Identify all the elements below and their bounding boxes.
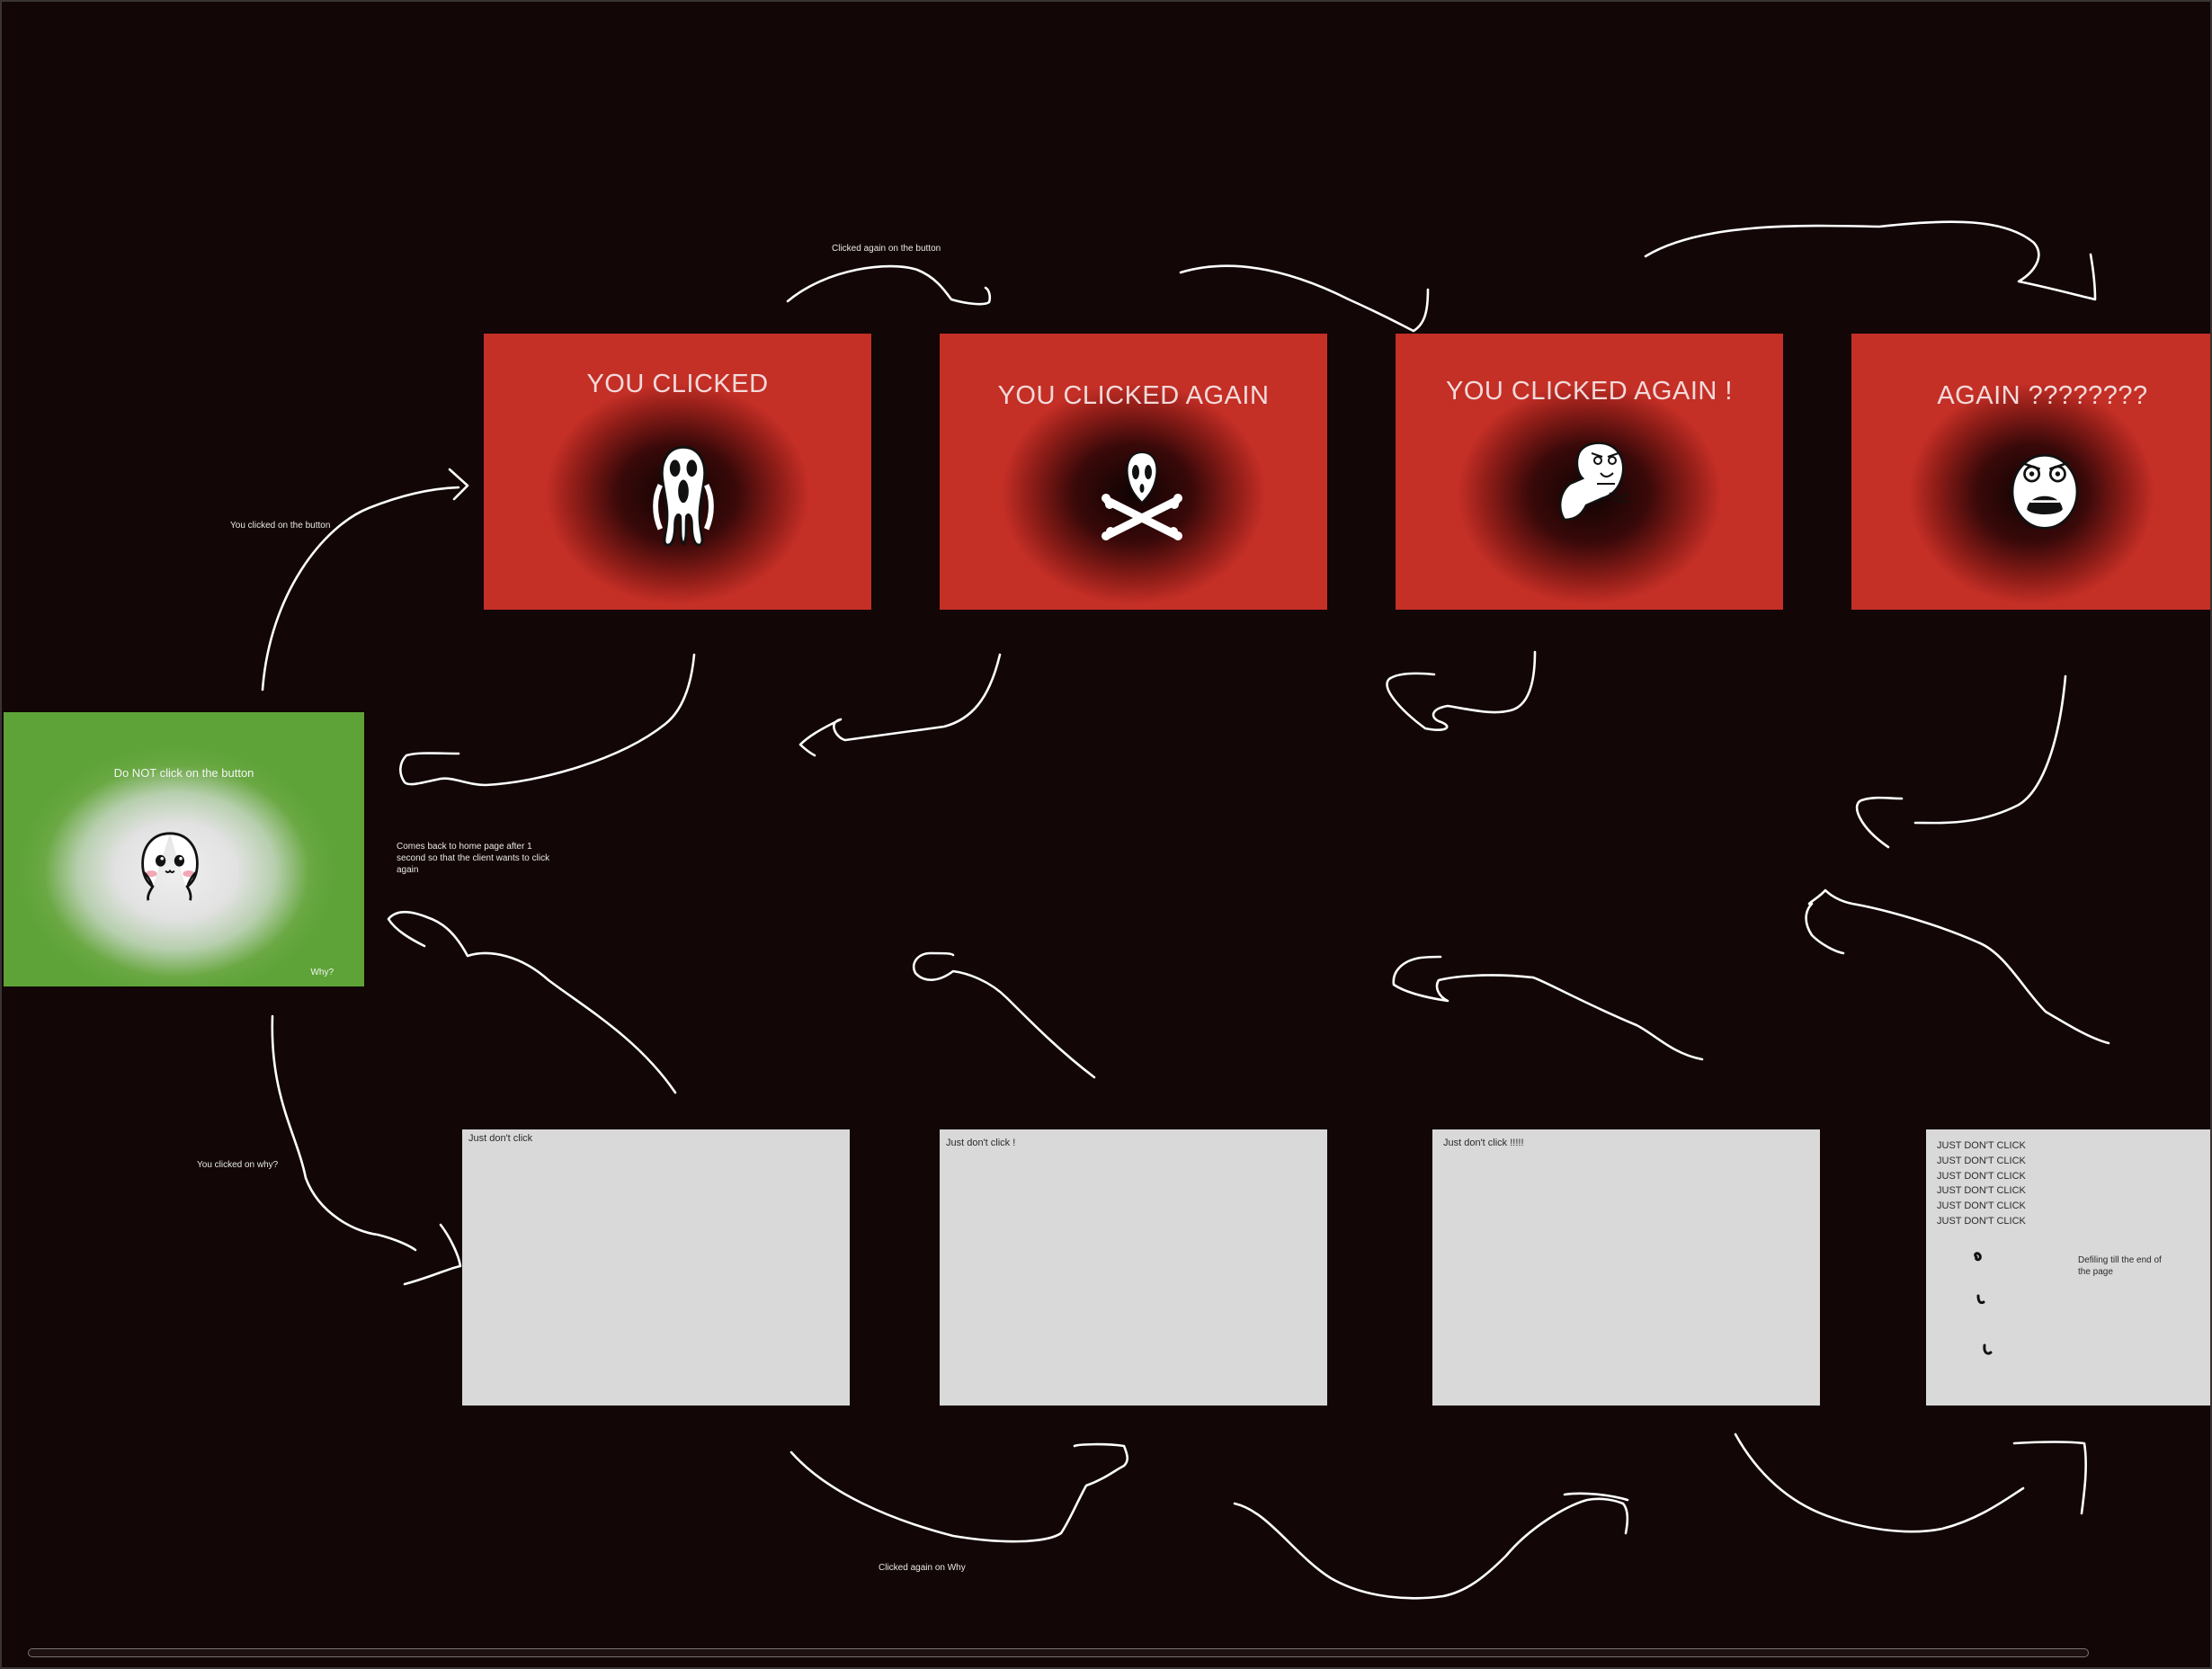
screen-title: AGAIN ???????? — [1937, 381, 2148, 410]
arrow-red2-back — [798, 653, 1002, 757]
arrow-red2-to-red3 — [1179, 264, 1430, 333]
list-item: JUST DON'T CLICK — [1937, 1200, 2026, 1212]
list-item: JUST DON'T CLICK — [1937, 1185, 2026, 1197]
screen-title: YOU CLICKED AGAIN — [997, 381, 1270, 410]
arrow-red1-to-red2 — [786, 264, 992, 306]
arrow-red3-to-red4 — [1644, 220, 2097, 301]
screen-again: AGAIN ???????? — [1851, 334, 2212, 610]
repeated-warning-list: JUST DON'T CLICK JUST DON'T CLICK JUST D… — [1937, 1138, 2026, 1229]
arrow-gray3-to-gray4 — [1734, 1432, 2087, 1533]
arrow-gray1-to-gray2 — [789, 1442, 1129, 1543]
screen-just-dont-click-bangs: Just don't click !!!!! — [1432, 1129, 1820, 1406]
arrow-red1-back — [399, 653, 696, 787]
home-screen: Do NOT click on the button Why? — [4, 712, 364, 986]
screen-title: YOU CLICKED AGAIN ! — [1446, 377, 1733, 406]
horizontal-scrollbar[interactable] — [28, 1648, 2089, 1657]
screen-text: Just don't click ! — [946, 1138, 1016, 1148]
arrow-gray4-back — [1805, 888, 2110, 1045]
home-title: Do NOT click on the button — [113, 766, 254, 780]
y-u-no-meme-icon — [1558, 442, 1630, 522]
note-clicked-button: You clicked on the button — [230, 521, 331, 531]
screen-you-clicked: YOU CLICKED — [484, 334, 871, 610]
note-clicked-why: You clicked on why? — [197, 1160, 279, 1170]
arrow-gray2-back — [912, 951, 1096, 1079]
screen-text: Just don't click — [468, 1133, 533, 1144]
arrow-home-to-gray1 — [271, 1014, 462, 1286]
blushing-ghost-icon — [141, 832, 199, 901]
screen-you-clicked-again-bang: YOU CLICKED AGAIN ! — [1396, 334, 1783, 610]
screen-just-dont-click-bang: Just don't click ! — [940, 1129, 1327, 1406]
arrow-gray2-to-gray3 — [1233, 1492, 1629, 1600]
note-clicked-again-why: Clicked again on Why — [879, 1563, 966, 1573]
scroll-marks-icon — [1974, 1252, 1993, 1355]
scroll-note: Defiling till the end of the page — [2078, 1255, 2162, 1277]
list-item: JUST DON'T CLICK — [1937, 1155, 2026, 1166]
arrow-gray1-back — [387, 910, 677, 1094]
skull-crossbones-icon — [1102, 451, 1182, 540]
list-item: JUST DON'T CLICK — [1937, 1170, 2026, 1182]
screen-text: Just don't click !!!!! — [1443, 1138, 1524, 1148]
arrow-gray3-back — [1392, 955, 1704, 1061]
why-link[interactable]: Why? — [310, 968, 334, 977]
note-comes-back: Comes back to home page after 1 second s… — [397, 842, 550, 875]
list-item: JUST DON'T CLICK — [1937, 1215, 2026, 1227]
arrow-home-to-red1 — [261, 468, 469, 692]
screen-title: YOU CLICKED — [586, 370, 769, 398]
arrow-red3-back — [1386, 650, 1537, 732]
screen-just-dont-click: Just don't click — [462, 1129, 850, 1406]
screen-you-clicked-again: YOU CLICKED AGAIN — [940, 334, 1327, 610]
screen-just-dont-click-caps: JUST DON'T CLICK JUST DON'T CLICK JUST D… — [1926, 1129, 2212, 1406]
scream-ghost-icon — [653, 445, 714, 547]
note-clicked-again-button: Clicked again on the button — [832, 244, 941, 254]
list-item: JUST DON'T CLICK — [1937, 1140, 2026, 1151]
rage-face-icon — [2011, 453, 2079, 530]
arrow-red4-back — [1855, 674, 2067, 849]
